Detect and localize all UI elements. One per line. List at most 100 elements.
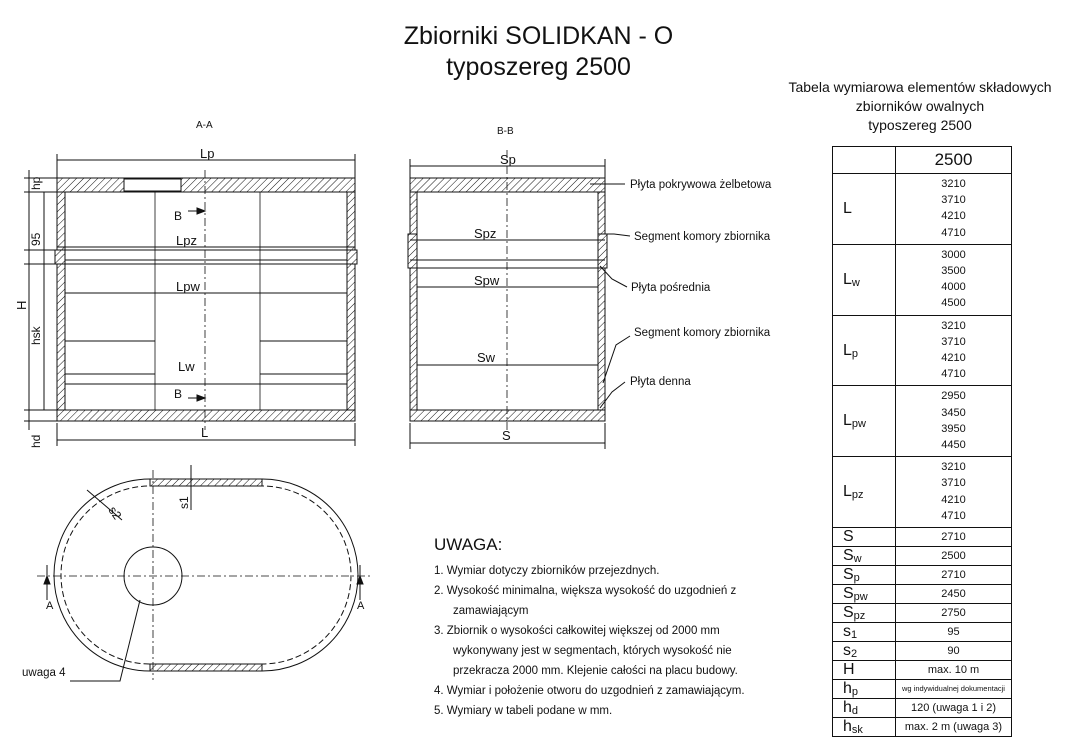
note-2: 2. Wysokość minimalna, większa wysokość … [434,585,737,597]
oval-outer [53,478,359,672]
table-symbol-subscript: sk [851,724,863,737]
table-value: 4710 [941,368,966,381]
table-symbol: L [832,173,896,245]
table-value: 90 [947,644,960,657]
table-row: s2 90 [832,641,1012,662]
section-b-top: B [174,209,182,223]
table-symbol: Sw [832,546,896,567]
table-symbol-subscript: 2 [851,648,858,661]
table-symbol: Spw [832,584,896,605]
table-value: 3500 [941,265,966,278]
table-value: 4210 [941,352,966,365]
table-value: 3710 [941,194,966,207]
table-symbol-subscript: p [851,347,859,360]
table-value: 4210 [941,493,966,506]
bottom-slab-aa [56,409,356,422]
table-values: 2710 [895,527,1012,548]
note-1: 1. Wymiar dotyczy zbiorników przejezdnyc… [434,565,660,577]
callout-uwaga4: uwaga 4 [22,667,66,679]
left-wall-bb [409,191,418,411]
section-aa: A-A [24,120,358,446]
dim-lw: Lw [178,359,195,374]
table-value: 2710 [941,568,966,581]
table-value: 2710 [941,530,966,543]
callout-cover-slab: Płyta pokrywowa żelbetowa [630,179,772,191]
table-caption-line2: zbiorników owalnych [855,98,985,114]
table-symbol: Lpw [832,385,896,458]
table-values: 95 [895,622,1012,643]
note-3-cont1: wykonywany jest w segmentach, których wy… [453,645,732,657]
note-3: 3. Zbiornik o wysokości całkowitej więks… [434,625,720,637]
table-symbol: Lw [832,243,896,316]
callout-bottom-slab: Płyta denna [630,376,691,388]
table-value: 120 (uwaga 1 i 2) [911,701,996,714]
table-symbol-main: S [843,547,854,565]
dim-s1: s1 [177,496,191,509]
table-value: 3950 [941,422,966,435]
table-values: 2450 [895,584,1012,605]
dim-s: S [502,428,511,443]
table-values: wg indywidualnej dokumentacji [895,679,1012,700]
section-aa-label: A-A [196,120,213,131]
table-symbol-main: h [843,680,852,698]
table-symbol-subscript: w [851,276,860,289]
section-a-left: A [46,600,54,612]
table-symbol-subscript: pw [853,591,868,604]
section-bb-label: B-B [497,126,514,137]
note-4: 4. Wymiar i położenie otworu do uzgodnie… [434,685,745,697]
table-symbol: hsk [832,717,896,738]
notes-heading: UWAGA: [434,535,503,554]
table-value: 3710 [941,477,966,490]
table-symbol-main: L [843,483,852,501]
table-row: Sp 2710 [832,565,1012,586]
table-symbol: Spz [832,603,896,624]
table-symbol-subscript: p [851,686,859,699]
table-row: hsk max. 2 m (uwaga 3) [832,717,1012,738]
table-symbol-subscript: d [851,705,859,718]
table-symbol-main: L [843,199,852,217]
table-value: 2450 [941,587,966,600]
table-value: max. 2 m (uwaga 3) [904,720,1003,733]
table-symbol-subscript: 1 [851,629,858,642]
table-value: 2950 [941,390,966,403]
dim-sp: Sp [500,152,516,167]
table-symbol-main: s [843,642,851,660]
table-symbol-main: S [843,566,854,584]
bottom-slab-bb [409,409,606,422]
table-symbol-main: H [843,661,855,679]
table-header-series: 2500 [895,146,1012,174]
table-symbol: H [832,660,896,681]
section-a-right: A [357,600,365,612]
table-value: 2500 [941,549,966,562]
section-b-bottom: B [174,387,182,401]
table-symbol-main: S [843,528,854,546]
table-header-row: 2500 [832,146,1012,174]
table-symbol: s1 [832,622,896,643]
table-value: max. 10 m [927,663,980,676]
note-5: 5. Wymiary w tabeli podane w mm. [434,705,613,717]
table-symbol-subscript: p [853,572,860,585]
table-values: 2500 [895,546,1012,567]
table-caption-line1: Tabela wymiarowa elementów składowych [788,79,1052,95]
table-symbol-main: L [843,341,852,359]
table-values: 2710 [895,565,1012,586]
left-wall-aa [56,191,66,411]
table-symbol-main: h [843,699,852,717]
table-symbol-main: L [843,412,852,430]
dim-hsk: hsk [29,325,43,345]
table-values: 2750 [895,603,1012,624]
dim-spw: Spw [474,273,500,288]
table-symbol-subscript: pz [853,610,866,623]
dim-lp: Lp [200,146,214,161]
table-symbol-subscript: pw [851,418,866,431]
table-value: 4000 [941,281,966,294]
dim-l: L [201,425,208,440]
table-symbol-main: S [843,585,854,603]
